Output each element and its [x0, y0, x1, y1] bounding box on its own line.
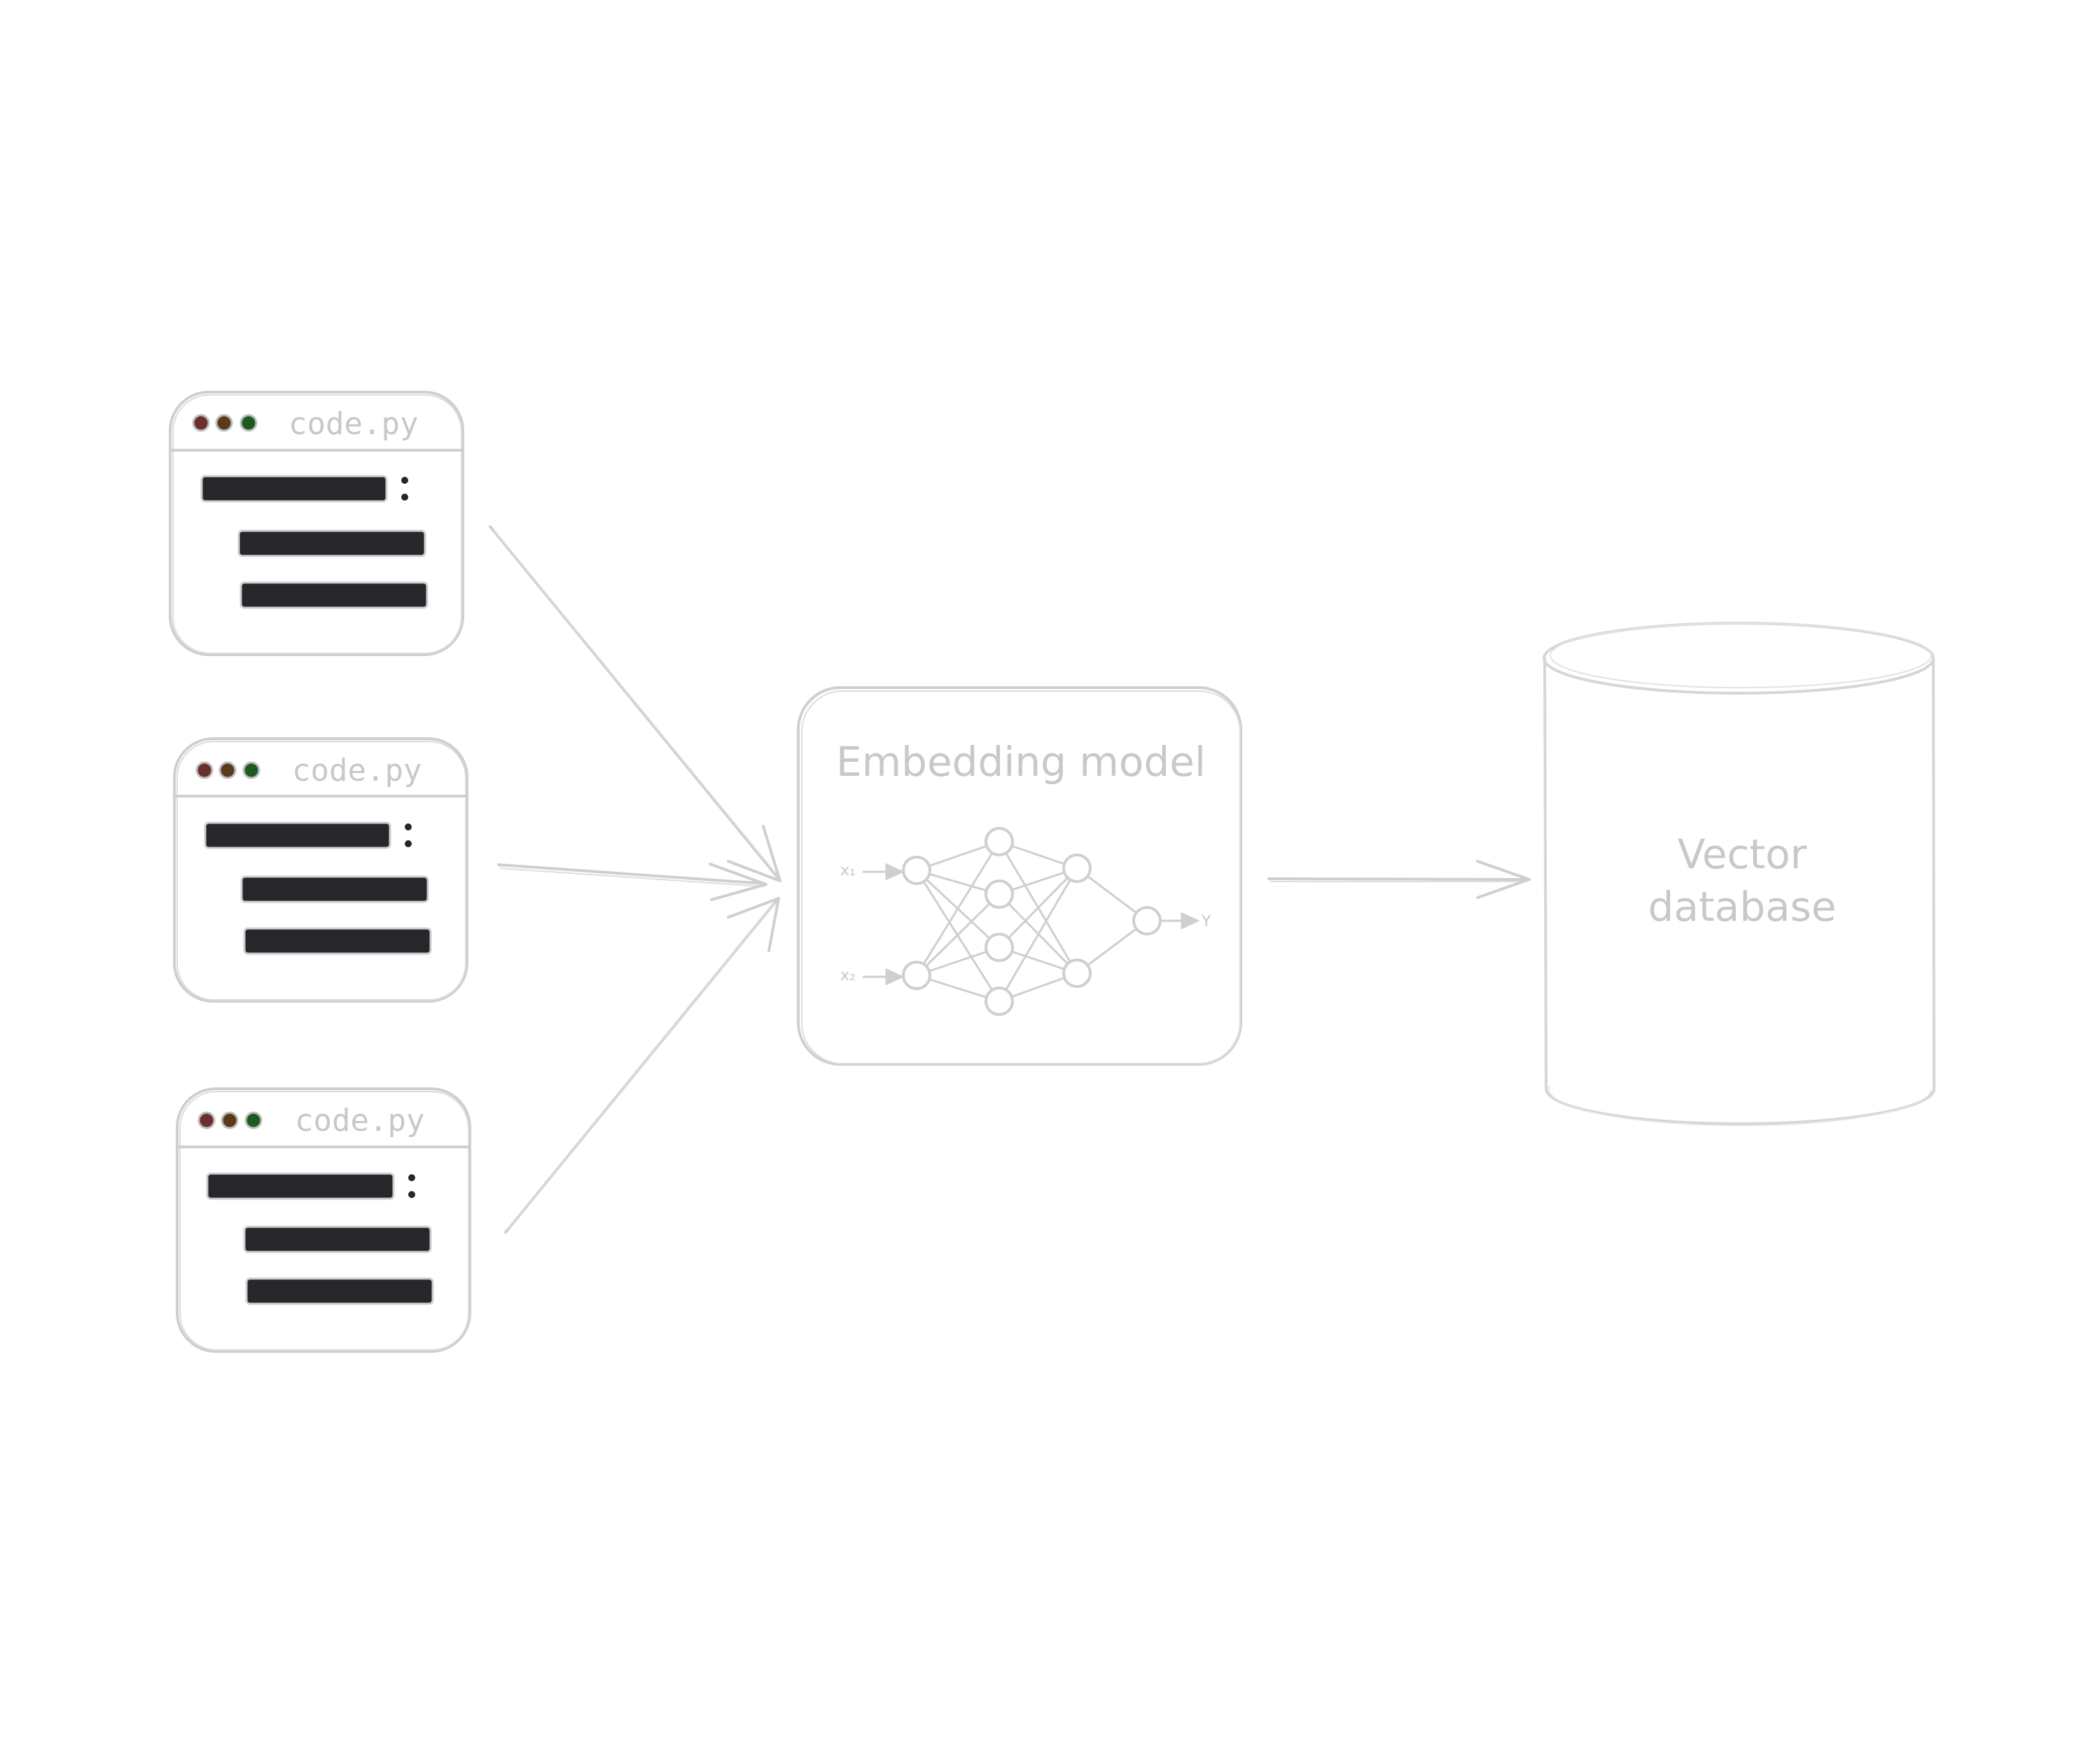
nn-node-hidden-3	[985, 933, 1014, 962]
cylinder-right-side	[1932, 657, 1935, 1090]
arrowhead	[1476, 860, 1531, 899]
filename-label: code.py	[292, 753, 422, 788]
cylinder-bottom	[1545, 1087, 1935, 1125]
code-line-bar	[243, 1225, 432, 1253]
model-frame-sketch	[801, 690, 1241, 1064]
arrowhead	[709, 863, 767, 901]
code-line-bar	[245, 1277, 434, 1305]
database-label-line-1: Vector	[1678, 830, 1807, 878]
colon-dot	[405, 823, 412, 830]
filename-label: code.py	[288, 406, 418, 442]
window-frame-sketch	[176, 741, 466, 1001]
window-frame	[176, 1087, 471, 1353]
code-line-bar	[240, 875, 429, 903]
colon-dot	[405, 840, 412, 847]
window-frame	[173, 737, 468, 1003]
colon-dot	[408, 1191, 415, 1198]
nn-output-arrow	[1161, 912, 1200, 930]
nn-output-label: Y	[1201, 913, 1211, 931]
cylinder-left-side	[1543, 657, 1548, 1090]
code-file-window-2: code.py	[173, 737, 468, 1003]
window-frame	[169, 391, 464, 656]
arrowhead	[727, 825, 781, 882]
model-title: Embedding model	[836, 738, 1206, 786]
maximize-dot-icon	[244, 1111, 263, 1129]
database-label-line-2: database	[1648, 883, 1837, 931]
nn-node-hidden2-2	[1062, 959, 1092, 988]
colon-dot	[408, 1174, 415, 1181]
nn-node-hidden-2	[985, 879, 1014, 909]
code-line-bar	[237, 529, 426, 557]
nn-node-hidden2-1	[1062, 854, 1092, 883]
nn-input-1-label: x₁	[840, 862, 856, 879]
code-line-bar	[204, 821, 391, 849]
close-dot-icon	[192, 414, 210, 432]
cylinder-top-sketch	[1550, 622, 1932, 688]
nn-node-hidden-4	[985, 987, 1014, 1016]
arrow-from-file-2	[497, 863, 767, 901]
maximize-dot-icon	[239, 414, 258, 432]
close-dot-icon	[195, 761, 214, 779]
cylinder-bottom-sketch	[1548, 1086, 1932, 1127]
code-line-bar	[239, 581, 429, 609]
minimize-dot-icon	[221, 1111, 239, 1129]
embedding-model-box: Embedding model	[797, 686, 1242, 1066]
code-line-bar	[206, 1172, 395, 1200]
arrow-to-database	[1267, 860, 1531, 899]
minimize-dot-icon	[215, 414, 233, 432]
close-dot-icon	[197, 1111, 216, 1129]
window-frame-sketch	[172, 394, 462, 654]
minimize-dot-icon	[218, 761, 237, 779]
nn-node-input-1	[902, 856, 931, 885]
nn-nodes	[902, 827, 1162, 1016]
nn-node-input-2	[902, 961, 931, 990]
window-frame-sketch	[179, 1091, 469, 1351]
arrowhead	[727, 897, 780, 952]
code-line-bar	[243, 927, 432, 955]
arrow-from-file-3	[504, 897, 780, 1234]
nn-input-arrows	[863, 863, 905, 986]
colon-dot	[401, 477, 408, 484]
arrow-from-file-1	[489, 525, 781, 882]
colon-dot	[401, 494, 408, 501]
filename-label: code.py	[295, 1103, 424, 1139]
vector-database-cylinder: Vector database	[1543, 622, 1935, 1127]
neural-network-icon	[915, 840, 1148, 1003]
nn-node-output	[1132, 906, 1162, 935]
input-arrows	[489, 525, 781, 1234]
code-file-window-3: code.py	[176, 1087, 471, 1353]
code-line-bar	[200, 475, 388, 503]
nn-input-2-label: x₂	[840, 967, 856, 984]
maximize-dot-icon	[242, 761, 260, 779]
nn-node-hidden-1	[985, 827, 1014, 856]
code-file-window-1: code.py	[169, 391, 464, 656]
